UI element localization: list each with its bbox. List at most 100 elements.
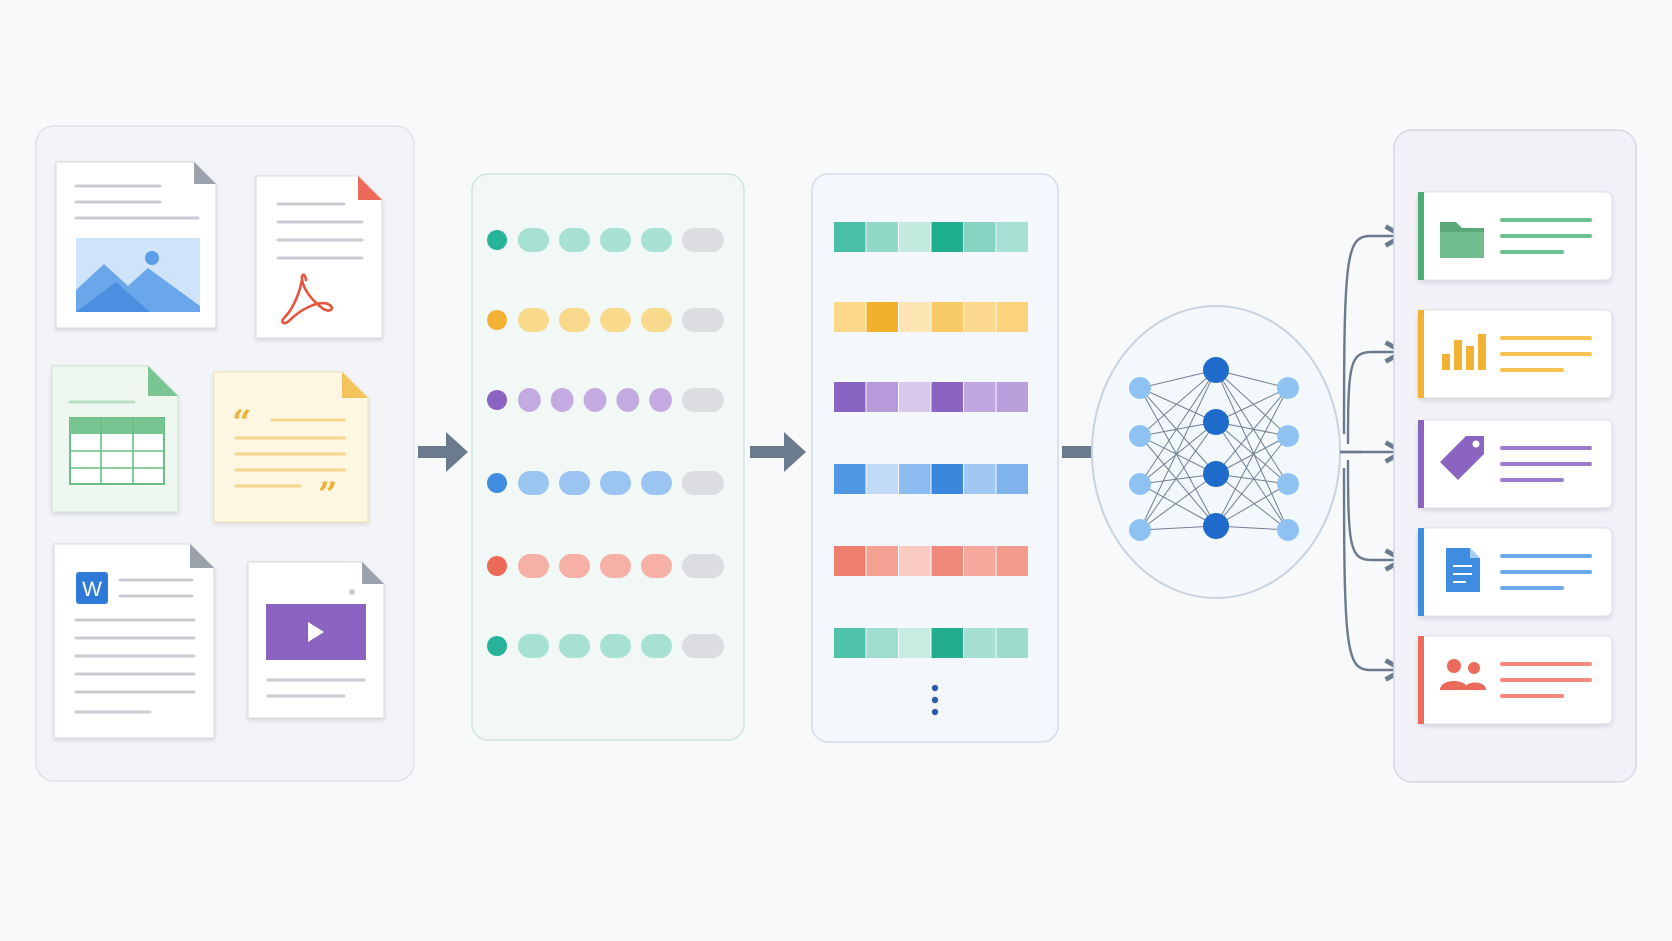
token-pill xyxy=(559,228,590,252)
quote-open-icon: “ xyxy=(232,403,252,443)
network-edge xyxy=(1139,369,1217,437)
output-card-accent xyxy=(1418,310,1424,398)
hidden-node xyxy=(1203,513,1229,539)
video-dot xyxy=(349,589,355,595)
embedding-cell xyxy=(964,464,996,494)
embedding-cell xyxy=(834,628,866,658)
token-pill xyxy=(641,634,672,658)
padding-token xyxy=(682,388,724,412)
embedding-cell xyxy=(866,382,898,412)
token-pill xyxy=(518,471,549,495)
neural-network xyxy=(1091,305,1341,599)
arrow-to-tokens xyxy=(418,432,468,472)
token-row xyxy=(487,634,724,658)
connector-document xyxy=(1346,459,1400,560)
network-edge xyxy=(1215,369,1289,437)
token-pill xyxy=(583,388,607,412)
embedding-cell xyxy=(866,464,898,494)
network-edge xyxy=(1139,387,1217,475)
token-row xyxy=(487,228,724,252)
arrow-to-embeddings xyxy=(750,432,806,472)
pdf-document-lines xyxy=(276,202,364,260)
embedding-cell xyxy=(899,464,931,494)
word-document-lines xyxy=(74,578,196,714)
input-node xyxy=(1129,425,1151,447)
embedding-cell xyxy=(931,628,963,658)
network-edge xyxy=(1215,387,1289,423)
network-edge xyxy=(1215,435,1289,527)
quote-document-lines xyxy=(234,418,346,488)
embedding-cell xyxy=(996,628,1028,658)
token-dot xyxy=(487,390,507,410)
network-circle xyxy=(1091,305,1341,599)
token-pill xyxy=(641,554,672,578)
padding-token xyxy=(682,634,724,658)
output-card-people xyxy=(1417,635,1613,725)
embedding-cell xyxy=(834,222,866,252)
token-pill xyxy=(641,308,672,332)
document-icon xyxy=(1446,548,1480,592)
embedding-cell xyxy=(866,628,898,658)
token-pill xyxy=(600,471,631,495)
embedding-cell xyxy=(834,382,866,412)
play-icon xyxy=(308,622,324,642)
embedding-cell xyxy=(834,302,866,332)
output-card-accent xyxy=(1418,636,1424,724)
network-edge xyxy=(1215,421,1289,485)
input-node xyxy=(1129,519,1151,541)
connector-chart xyxy=(1346,352,1400,445)
video-document-lines xyxy=(266,678,366,698)
token-pill xyxy=(518,388,541,412)
embedding-cell xyxy=(964,222,996,252)
embedding-cell xyxy=(899,302,931,332)
people-icon xyxy=(1440,659,1486,690)
outputs-panel xyxy=(1393,129,1637,783)
network-edge xyxy=(1139,435,1217,527)
input-node xyxy=(1129,377,1151,399)
embedding-cell xyxy=(996,222,1028,252)
output-connectors xyxy=(1340,236,1400,670)
embedding-row xyxy=(834,546,1028,576)
token-dot xyxy=(487,556,507,576)
network-edge xyxy=(1139,421,1217,485)
token-row xyxy=(487,388,724,412)
token-pill xyxy=(518,554,549,578)
network-edge xyxy=(1139,435,1217,475)
embedding-cell xyxy=(964,628,996,658)
embedding-cell xyxy=(964,302,996,332)
token-rows xyxy=(487,228,724,658)
network-edge xyxy=(1139,369,1217,485)
embeddings-panel xyxy=(811,173,1059,743)
network-edge xyxy=(1215,387,1289,527)
embedding-row xyxy=(834,464,1028,494)
embedding-cell xyxy=(899,222,931,252)
word-badge: W xyxy=(82,578,102,601)
tag-icon xyxy=(1440,436,1484,480)
token-pill xyxy=(559,634,590,658)
output-cards xyxy=(1417,191,1613,725)
pdf-icon xyxy=(281,273,334,325)
embedding-cell xyxy=(899,628,931,658)
embedding-cell xyxy=(899,546,931,576)
token-dot xyxy=(487,230,507,250)
embedding-row xyxy=(834,382,1028,412)
embedding-cell xyxy=(931,222,963,252)
token-pill xyxy=(641,228,672,252)
network-edge xyxy=(1215,369,1289,485)
token-dot xyxy=(487,473,507,493)
network-edge xyxy=(1215,435,1289,475)
token-pill xyxy=(600,554,631,578)
network-edge xyxy=(1139,421,1217,531)
padding-token xyxy=(682,471,724,495)
output-card-accent xyxy=(1418,192,1424,280)
network-edge xyxy=(1139,387,1217,423)
output-card-accent xyxy=(1418,528,1424,616)
padding-token xyxy=(682,228,724,252)
network-edge xyxy=(1215,387,1289,475)
documents-panel: “ ” W xyxy=(35,125,415,782)
embedding-rows xyxy=(834,222,1028,658)
embedding-cell xyxy=(996,546,1028,576)
network-edge xyxy=(1139,473,1217,531)
token-pill xyxy=(518,634,549,658)
